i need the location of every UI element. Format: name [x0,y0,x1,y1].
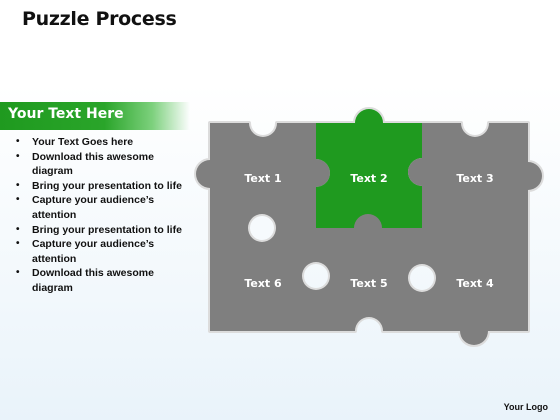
piece-label-text-3: Text 3 [456,172,493,185]
bullet-dot-icon: • [16,150,20,162]
piece-label-text-6: Text 6 [244,277,282,290]
bullet-text: Capture your audience’s attention [32,194,155,221]
bullet-text: Capture your audience’s attention [32,238,155,265]
bullet-text: Bring your presentation to life [32,223,182,236]
piece-label-text-5: Text 5 [350,277,387,290]
heading-text: Your Text Here [8,106,124,122]
bullet-dot-icon: • [16,267,20,279]
logo-placeholder: Your Logo [503,402,548,412]
piece-label-text-4: Text 4 [456,277,494,290]
bullet-dot-icon: • [16,223,20,235]
bullet-dot-icon: • [16,179,20,191]
bullet-item: • Download this awesome diagram [14,150,182,179]
bullet-text: Download this awesome diagram [32,150,154,178]
bullet-dot-icon: • [16,238,20,250]
bullet-text: Your Text Goes here [32,136,134,148]
bullet-list: • Your Text Goes here • Download this awes… [14,135,182,296]
piece-label-text-1: Text 1 [244,172,281,185]
heading-band: Your Text Here [0,102,190,130]
bullet-dot-icon: • [16,136,20,147]
bullet-item: • Bring your presentation to life [14,223,182,238]
puzzle-piece-text-5[interactable] [314,212,424,333]
bullet-dot-icon: • [16,194,20,206]
bullet-item: • Download this awesome diagram [14,266,182,295]
bullet-item: • Bring your presentation to life [14,179,182,194]
bullet-item: • Your Text Goes here [14,135,182,150]
bullet-item: • Capture your audience’s attention [14,237,182,266]
title-bar: Puzzle Process [0,0,560,36]
bullet-item: • Capture your audience’s attention [14,193,182,222]
bullet-text: Bring your presentation to life [32,179,182,192]
slide-title: Puzzle Process [22,8,177,30]
piece-label-text-2: Text 2 [350,172,387,185]
bullet-text: Download this awesome diagram [32,267,154,294]
